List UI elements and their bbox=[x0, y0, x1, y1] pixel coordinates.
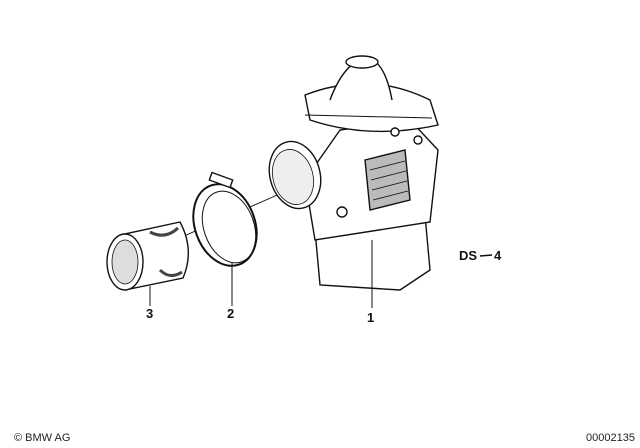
image-number: 00002135 bbox=[586, 432, 635, 444]
callout-1: 1 bbox=[367, 310, 375, 325]
copyright: © BMW AG bbox=[14, 432, 71, 444]
callout-3: 3 bbox=[146, 306, 154, 321]
diagram-code: DS bbox=[459, 248, 478, 263]
carburetor-part bbox=[268, 55, 439, 291]
rubber-sleeve-part bbox=[106, 221, 189, 291]
diagram-code-dash bbox=[479, 254, 493, 257]
callout-2: 2 bbox=[227, 306, 235, 321]
hose-clamp-part bbox=[192, 171, 258, 267]
diagram-code-number: 4 bbox=[494, 248, 502, 263]
